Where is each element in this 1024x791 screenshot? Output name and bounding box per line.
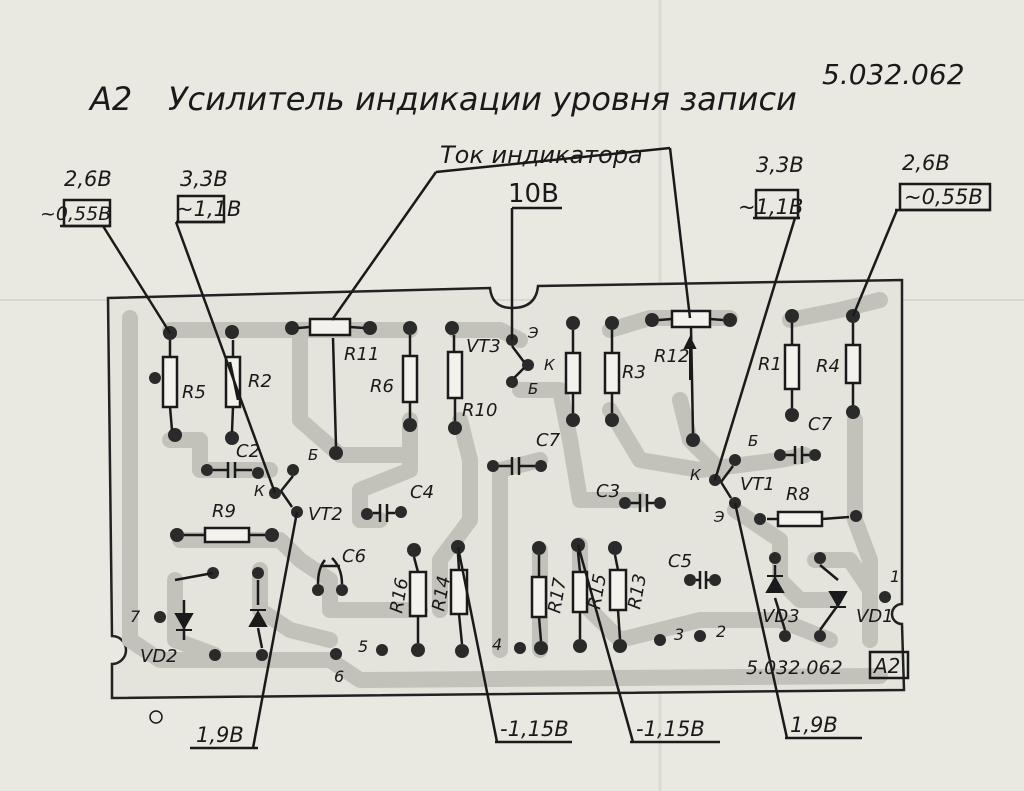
- label-c3: C3: [596, 481, 620, 502]
- bottom-r15-voltage: -1,15В: [636, 717, 705, 741]
- vt3-collector-k: К: [544, 356, 556, 374]
- r8-body: [776, 510, 824, 528]
- pin-numbers: 1 2 3 4 5 6 7: [130, 567, 900, 686]
- label-r4: R4: [816, 356, 840, 377]
- label-r10: R10: [462, 400, 497, 421]
- vt1-emitter-e: Э: [713, 508, 725, 526]
- r3-body: [564, 351, 582, 395]
- label-r5: R5: [182, 382, 206, 403]
- r16-body: [408, 570, 428, 618]
- bottom-vt2-voltage: 1,9В: [196, 723, 244, 747]
- r3b-body: [603, 351, 621, 395]
- leader-lines: [60, 146, 992, 750]
- r1-body: [783, 343, 801, 391]
- pin-6: 6: [334, 667, 344, 686]
- vd2-diode-a: [174, 613, 194, 631]
- label-vt1: VT1: [740, 474, 775, 495]
- component-leads: [168, 317, 855, 649]
- vt1-collector-k: К: [690, 466, 702, 484]
- vt3-base-b: Б: [528, 380, 538, 398]
- r10-body: [446, 350, 464, 400]
- board-label: А2: [872, 654, 900, 678]
- vd1-diode: [828, 591, 848, 609]
- vd2-diode-b: [248, 609, 268, 627]
- vd3-diode: [765, 575, 785, 593]
- pin-3: 3: [674, 625, 684, 644]
- board-code: 5.032.062: [746, 657, 843, 679]
- r12-body: [670, 309, 712, 329]
- label-c6: C6: [342, 546, 366, 567]
- label-r1: R1: [758, 354, 782, 375]
- pin-letters: К Б Э К Б К Б Э: [254, 324, 758, 526]
- copper-traces: [122, 292, 888, 688]
- label-r3: R3: [622, 362, 646, 383]
- label-r12: R12: [654, 346, 689, 367]
- vt3-emitter-e: Э: [527, 324, 539, 342]
- label-vd1: VD1: [856, 606, 894, 627]
- label-r11: R11: [344, 344, 379, 365]
- bottom-vt1-voltage: 1,9В: [790, 713, 838, 737]
- indicator-current-label: Ток индикатора: [440, 141, 643, 169]
- vt2-collector-k: К: [254, 482, 266, 500]
- voltage-10v-label: 10В: [508, 179, 559, 209]
- label-r2: R2: [248, 371, 272, 392]
- bottom-r14-voltage: -1,15В: [500, 717, 569, 741]
- left-r5-ac-voltage: ~0,55В: [40, 203, 111, 225]
- title-code: 5.032.062: [822, 58, 965, 91]
- r6-body: [401, 354, 419, 404]
- pin-1: 1: [890, 567, 900, 586]
- left-r2-dc-voltage: 3,3В: [180, 167, 228, 191]
- label-vd3: VD3: [762, 606, 800, 627]
- voltage-callouts: Ток индикатора 10В 2,6В ~0,55В 3,3В ~1,1…: [40, 141, 983, 747]
- label-c2: C2: [236, 441, 260, 462]
- right-r4-ac-voltage: ~0,55В: [904, 185, 983, 209]
- r11-body: [308, 317, 352, 337]
- label-c5: C5: [668, 551, 692, 572]
- label-r8: R8: [786, 484, 810, 505]
- r9-body: [203, 526, 251, 544]
- right-r12-ac-voltage: ~1,1В: [738, 195, 803, 219]
- left-r2-ac-voltage: ~1,1В: [176, 197, 241, 221]
- title-prefix: А2: [88, 80, 132, 118]
- label-r6: R6: [370, 376, 394, 397]
- left-r5-dc-voltage: 2,6В: [64, 167, 112, 191]
- label-vd2: VD2: [140, 646, 178, 667]
- title: А2 Усилитель индикации уровня записи 5.0…: [88, 58, 965, 118]
- component-bodies: [161, 309, 862, 619]
- pin-4: 4: [492, 635, 502, 654]
- pin-2: 2: [716, 622, 726, 641]
- board-marking: 5.032.062 А2: [746, 654, 900, 679]
- component-labels: R5 R2 R11 R6 VT3 R10 R3 R12 R1 R4 C2 C4 …: [140, 336, 894, 667]
- r5-body: [161, 355, 179, 409]
- title-name: Усилитель индикации уровня записи: [168, 80, 797, 118]
- vt2-base-b: Б: [308, 446, 318, 464]
- r4-body: [844, 343, 862, 385]
- diode-symbols: [174, 575, 848, 631]
- pin-7: 7: [130, 607, 141, 626]
- label-c4: C4: [410, 482, 434, 503]
- pin-5: 5: [358, 637, 368, 656]
- right-r12-dc-voltage: 3,3В: [756, 153, 804, 177]
- trimmer-arrows: [683, 335, 697, 380]
- label-c7-right: C7: [808, 414, 833, 435]
- right-r4-dc-voltage: 2,6В: [902, 151, 950, 175]
- label-c7-mid: C7: [536, 430, 561, 451]
- vt1-base-b: Б: [748, 432, 758, 450]
- label-vt2: VT2: [308, 504, 343, 525]
- label-vt3: VT3: [466, 336, 501, 357]
- r13-body: [608, 568, 628, 612]
- label-r9: R9: [212, 501, 236, 522]
